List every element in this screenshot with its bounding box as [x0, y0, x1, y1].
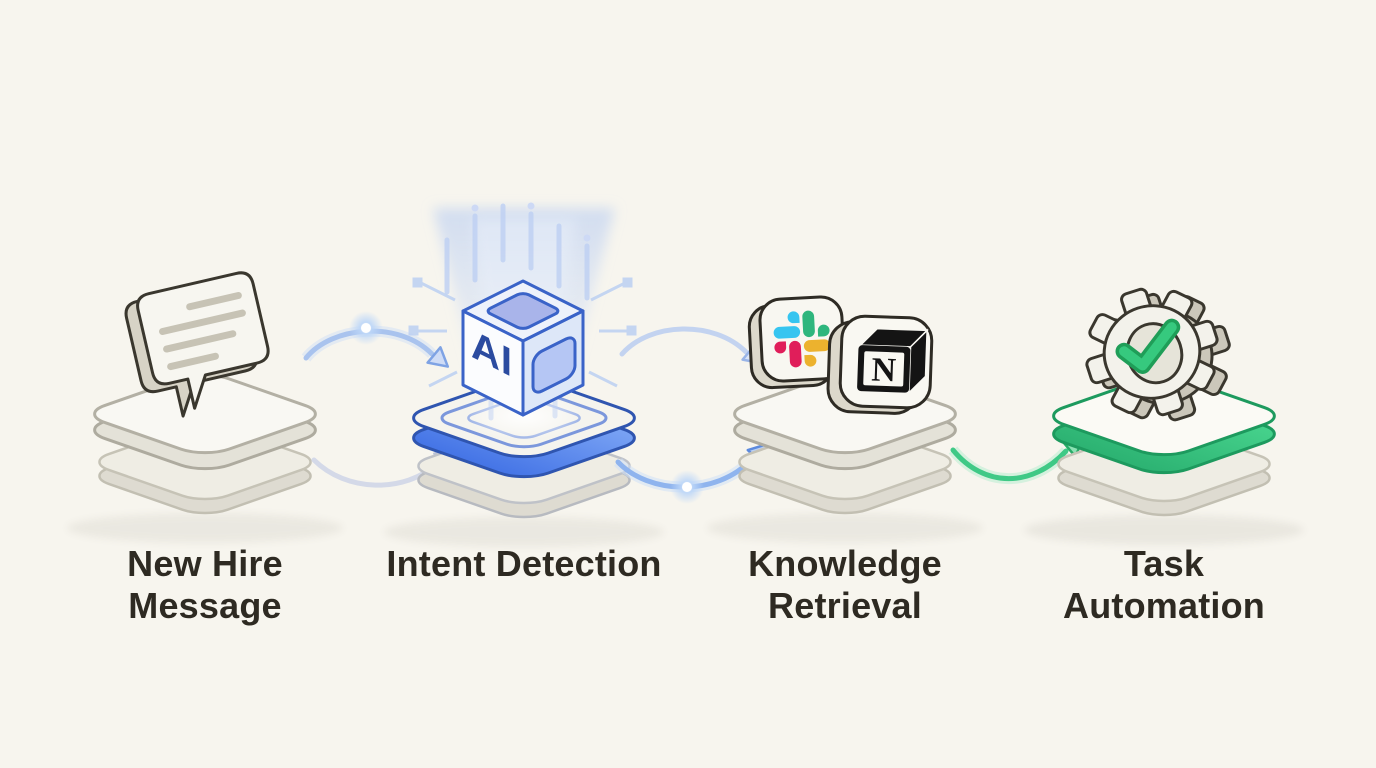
- platform: [400, 374, 649, 481]
- step-label-task-automation: Task Automation: [1063, 543, 1265, 627]
- check-icon: [1115, 318, 1181, 374]
- ai-cube-icon: AI: [461, 279, 585, 417]
- ai-cube-top-panel: [485, 292, 561, 330]
- ground-shadow: [384, 517, 664, 547]
- step-label-new-hire-message: New Hire Message: [127, 543, 283, 627]
- connector-2-3: [613, 326, 769, 504]
- speech-bubble-icon: [124, 271, 270, 418]
- slack-icon: [773, 310, 831, 368]
- notion-icon: N: [857, 327, 929, 395]
- platform: [81, 370, 330, 473]
- ground-shadow: [707, 513, 983, 543]
- step-label-intent-detection: Intent Detection: [386, 543, 662, 584]
- station-new-hire-message: [67, 271, 343, 543]
- arrowhead-icon: [426, 346, 450, 368]
- ground-shadow: [1024, 515, 1304, 545]
- station-knowledge-retrieval: N: [707, 295, 983, 543]
- connector-upper-line: [619, 326, 749, 357]
- circuit-lines: [408, 277, 637, 388]
- connector-line: [950, 447, 1069, 481]
- station-intent-detection: AI: [384, 202, 664, 547]
- step-label-knowledge-retrieval: Knowledge Retrieval: [748, 543, 942, 627]
- glow-node-core: [682, 482, 692, 492]
- ai-cube-right-panel: [533, 335, 575, 396]
- ground-shadow: [67, 513, 343, 543]
- station-task-automation: [1024, 287, 1304, 545]
- notion-letter: N: [871, 352, 897, 390]
- light-streak-dots: [471, 202, 591, 242]
- speech-bubble-text-lines: [159, 292, 246, 371]
- glow-node-core: [361, 323, 371, 333]
- notion-tile: N: [826, 314, 934, 415]
